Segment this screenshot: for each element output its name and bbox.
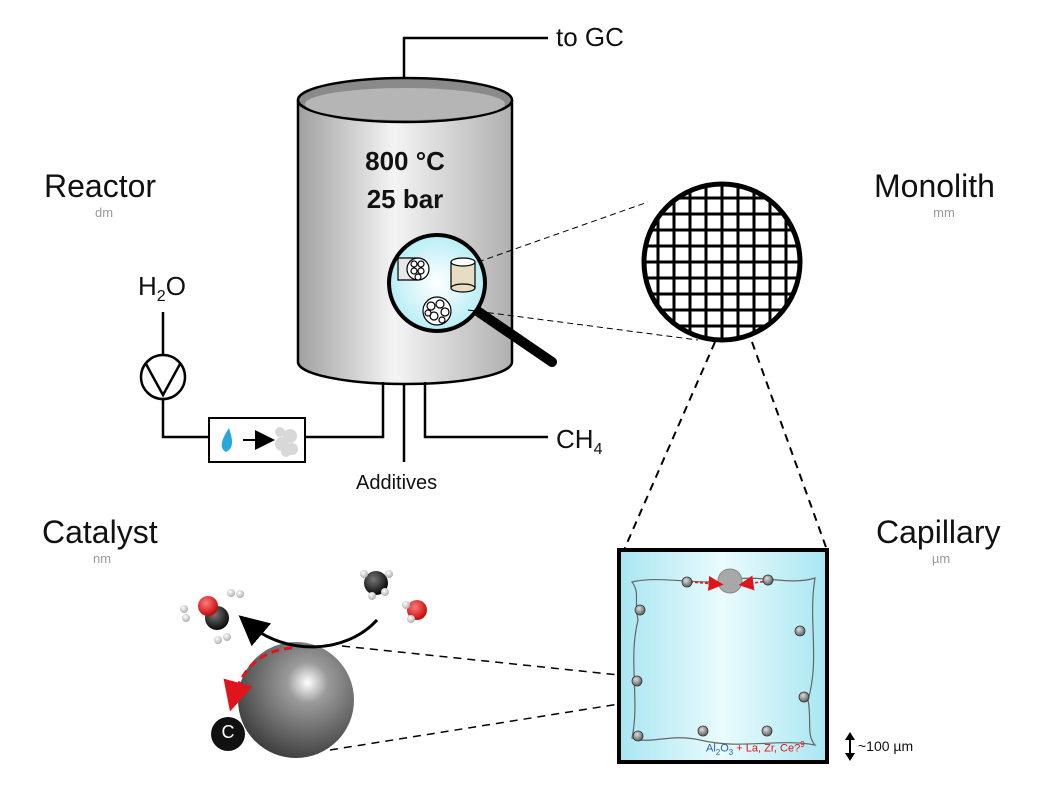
temperature-label: 800 °C [365, 146, 445, 176]
scale-bar-label: ~100 µm [858, 738, 914, 754]
methane-feed-line [423, 382, 548, 439]
reaction-arrow-icon [238, 615, 379, 649]
reactor-vessel [296, 76, 514, 386]
pump-outlet-line [161, 399, 209, 439]
capillary-composition: Al2O3 + La, Zr, Ce?9 [706, 740, 805, 757]
pressure-label: 25 bar [366, 184, 444, 214]
additives-label: Additives [356, 472, 438, 494]
zoom-line [341, 645, 620, 676]
carbon-atom-label: C [221, 722, 235, 742]
pump-icon [139, 353, 187, 401]
methane-label: CH4 [556, 424, 603, 459]
magnifier-icon [387, 233, 557, 367]
zoom-line [751, 341, 828, 551]
steam-cloud-icon [275, 427, 298, 457]
gc-label: to GC [556, 22, 624, 52]
steam-feed-line [305, 382, 385, 439]
water-label: H2O [138, 271, 186, 306]
zoom-line [477, 201, 649, 263]
zoom-line [329, 703, 620, 751]
scale-catalyst: Catalyst nm [42, 514, 158, 566]
monolith-grid [641, 181, 803, 343]
water-drop-icon [221, 428, 233, 452]
scale-capillary: Capillary µm [876, 514, 1001, 566]
catalyst-particle [211, 642, 354, 758]
carbon-migration-arrow [223, 646, 293, 712]
methane-molecule-icon [360, 570, 393, 600]
scale-reactor: Reactor dm [44, 168, 157, 220]
zoom-line [467, 309, 699, 341]
carbon-atom-icon [211, 717, 245, 751]
water-molecule-icon [402, 600, 427, 623]
co-molecule-icon [198, 596, 229, 630]
hydrogen-molecule-icon [180, 589, 244, 644]
scale-bar-icon [845, 732, 855, 761]
zoom-line [623, 341, 716, 551]
evaporator-box [208, 417, 306, 463]
capillary-box [617, 548, 829, 764]
scale-monolith: Monolith mm [874, 168, 995, 220]
